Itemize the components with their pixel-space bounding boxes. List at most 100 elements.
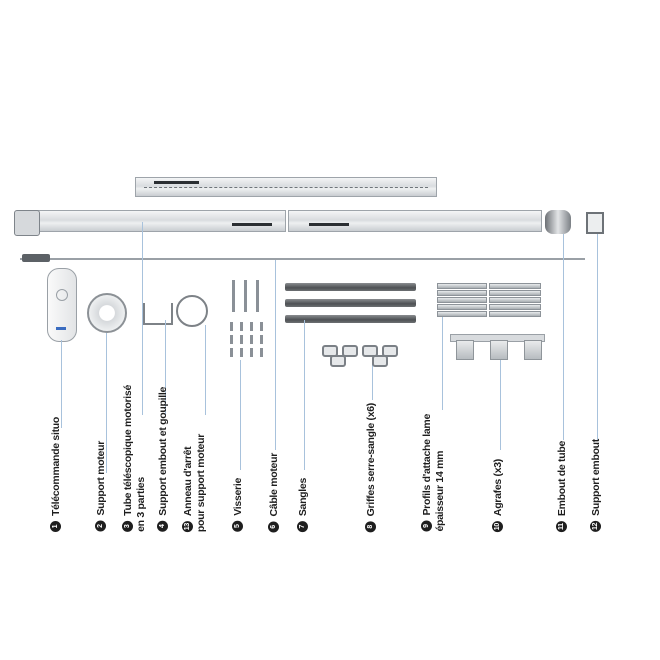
part-number-badge: 12: [590, 521, 602, 532]
bolt: [240, 322, 243, 331]
part-label-text: Agrafes (x3): [492, 458, 504, 516]
leader-line: [61, 340, 62, 428]
slat-profile: [437, 297, 487, 303]
telescopic-tube-motor-part: [36, 210, 286, 232]
strap: [285, 315, 416, 323]
part-number-badge: 1: [50, 521, 62, 532]
part-number-badge: 8: [365, 521, 377, 532]
slat-profile: [437, 304, 487, 310]
part-number-badge: 6: [268, 521, 280, 532]
part-label-text-line2: épaisseur 14 mm: [434, 451, 446, 532]
slat-profile: [437, 311, 487, 317]
part-label-8: 8 Griffes serre-sangle (x6): [365, 403, 378, 532]
end-support: [586, 212, 604, 234]
part-label-12: 12 Support embout: [590, 439, 603, 532]
bolt: [250, 335, 253, 344]
part-label-5: 5 Visserie: [232, 478, 245, 532]
agrafe: [456, 340, 474, 360]
slat-profile: [489, 297, 541, 303]
part-number-badge: 2: [95, 521, 107, 532]
leader-line: [563, 234, 564, 440]
motor-support: [87, 293, 127, 333]
strap: [285, 283, 416, 291]
strap: [285, 299, 416, 307]
part-label-text-line2: en 3 parties: [135, 477, 147, 532]
leader-line: [275, 260, 276, 450]
strap-clamp: [382, 345, 398, 357]
slat-profile: [489, 304, 541, 310]
stop-ring: [176, 295, 208, 327]
part-number-badge: 7: [297, 521, 309, 532]
part-label-1: 1 Télécommande situo: [50, 417, 63, 532]
telescopic-tube-upper: [135, 177, 437, 197]
situo-remote: [47, 268, 77, 342]
screw: [256, 280, 259, 312]
part-number-badge: 10: [492, 521, 504, 532]
bolt: [240, 335, 243, 344]
telescopic-tube-end-part: [288, 210, 542, 232]
leader-line: [442, 316, 443, 410]
leader-line: [597, 234, 598, 440]
part-number-badge: 9: [421, 521, 433, 532]
part-label-text: Support embout et goupille: [157, 387, 169, 516]
part-label-text: Anneau d'arrêt: [182, 446, 194, 516]
part-label-7: 7Sangles: [297, 478, 310, 532]
bolt: [260, 335, 263, 344]
bolt: [230, 322, 233, 331]
strap-clamp: [362, 345, 378, 357]
leader-line: [372, 358, 373, 400]
motor-head: [14, 210, 40, 236]
part-label-10: 10 Agrafes (x3): [492, 459, 505, 532]
part-label-text-line2: pour support moteur: [195, 433, 207, 532]
part-number-badge: 3: [122, 521, 134, 532]
cable-connector: [22, 254, 50, 262]
part-label-6: 6 Câble moteur: [268, 452, 281, 532]
part-number-badge: 13: [182, 521, 194, 532]
leader-line: [304, 320, 305, 470]
part-label-text: Télécommande situo: [50, 416, 62, 516]
part-label-4: 4 Support embout et goupille: [157, 387, 170, 532]
slat-profile: [437, 290, 487, 296]
screw: [244, 280, 247, 312]
part-number-badge: 4: [157, 521, 169, 532]
part-label-text: Câble moteur: [268, 452, 280, 517]
end-bracket-and-pin: [143, 303, 173, 325]
part-label-text: Support moteur: [95, 441, 107, 516]
bolt: [230, 348, 233, 357]
part-label-text: Visserie: [232, 478, 244, 516]
part-label-text: Tube téléscopique motorisé: [122, 385, 134, 516]
bolt: [260, 322, 263, 331]
part-number-badge: 5: [232, 521, 244, 532]
agrafe: [524, 340, 542, 360]
part-label-2: 2 Support moteur: [95, 441, 108, 532]
leader-line: [106, 333, 107, 473]
leader-line: [205, 325, 206, 415]
leader-line: [142, 222, 143, 415]
slat-profile: [489, 283, 541, 289]
bolt: [230, 335, 233, 344]
bolt: [240, 348, 243, 357]
screw: [232, 280, 235, 312]
strap-clamp: [330, 355, 346, 367]
part-number-badge: 11: [556, 521, 568, 532]
leader-line: [165, 320, 166, 415]
strap-clamp: [342, 345, 358, 357]
bolt: [250, 322, 253, 331]
bolt: [250, 348, 253, 357]
part-label-text: Griffes serre-sangle (x6): [365, 402, 377, 516]
bolt: [260, 348, 263, 357]
slat-profile: [489, 290, 541, 296]
agrafe: [490, 340, 508, 360]
part-label-text: Embout de tube: [556, 440, 568, 516]
motor-cable: [20, 258, 585, 260]
part-label-11: 11 Embout de tube: [556, 441, 569, 532]
part-label-text: Support embout: [590, 439, 602, 516]
slat-profile: [489, 311, 541, 317]
strap-clamp: [372, 355, 388, 367]
leader-line: [500, 360, 501, 450]
leader-line: [240, 360, 241, 470]
